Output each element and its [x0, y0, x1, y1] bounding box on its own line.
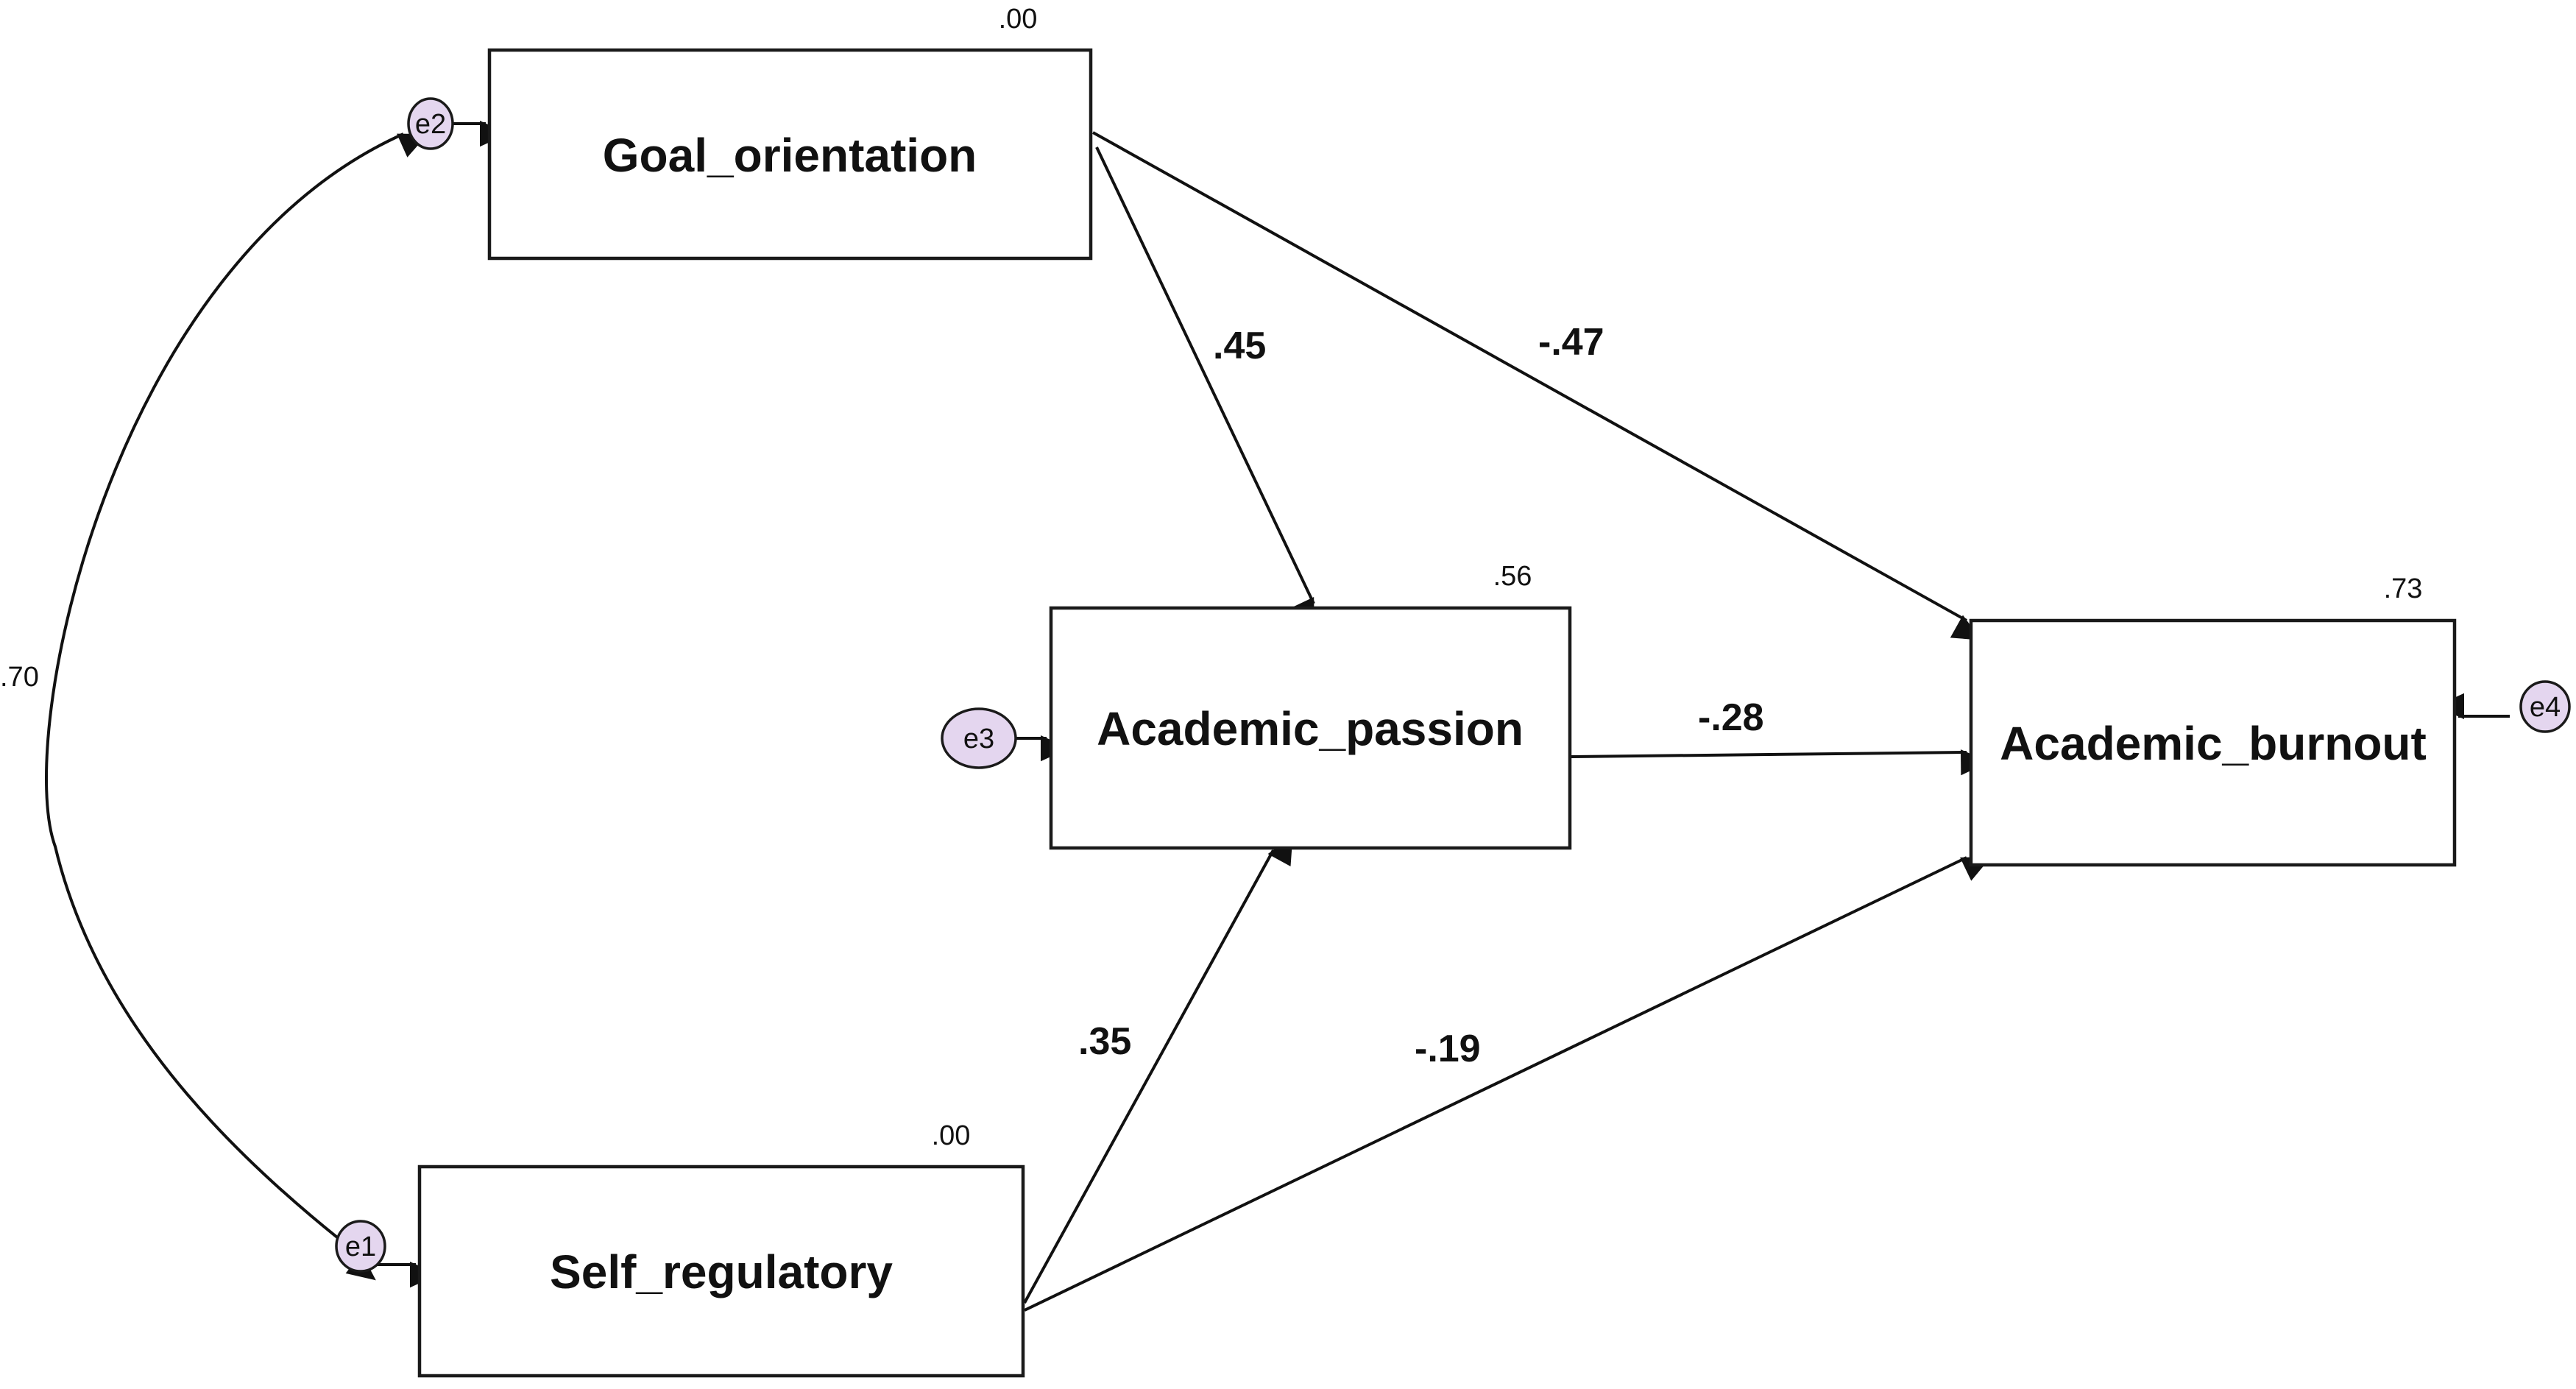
- node-self-regulatory: Self_regulatory .00: [417, 1120, 1025, 1378]
- error-label: e3: [963, 724, 994, 754]
- error-term-e2: e2: [407, 97, 454, 150]
- error-label: e4: [2530, 692, 2561, 723]
- error-label: e1: [345, 1231, 376, 1262]
- coef-goal-to-burnout: -.47: [1538, 321, 1604, 364]
- path-self-to-passion: [1023, 835, 1293, 1304]
- r-squared-label: .00: [999, 4, 1038, 35]
- node-label: Goal_orientation: [603, 129, 977, 182]
- error-label: e2: [415, 109, 446, 140]
- path-self-to-burnout: [1024, 856, 1992, 1312]
- path-passion-to-burnout: [1571, 749, 1989, 776]
- node-label: Academic_passion: [1097, 702, 1524, 755]
- coef-self-to-burnout: -.19: [1415, 1028, 1481, 1070]
- error-term-e1: e1: [335, 1220, 386, 1273]
- path-goal-to-passion: [1095, 146, 1315, 629]
- covariance-arc: [45, 132, 428, 1281]
- error-term-e3: e3: [941, 707, 1017, 769]
- path-goal-to-burnout: [1092, 131, 1981, 640]
- node-goal-orientation: Goal_orientation .00: [487, 4, 1093, 261]
- r-squared-label: .00: [932, 1120, 971, 1151]
- node-academic-passion: Academic_passion .56: [1049, 561, 1572, 850]
- correlation-label: .70: [0, 662, 39, 693]
- node-label: Self_regulatory: [550, 1245, 893, 1298]
- r-squared-label: .73: [2384, 573, 2423, 604]
- r-squared-label: .56: [1493, 561, 1532, 592]
- coef-passion-to-burnout: -.28: [1698, 696, 1764, 739]
- node-academic-burnout: Academic_burnout .73: [1969, 573, 2457, 867]
- coef-goal-to-passion: .45: [1213, 325, 1266, 367]
- error-term-e4: e4: [2519, 680, 2571, 733]
- coef-self-to-passion: .35: [1078, 1020, 1131, 1063]
- node-label: Academic_burnout: [2000, 717, 2427, 770]
